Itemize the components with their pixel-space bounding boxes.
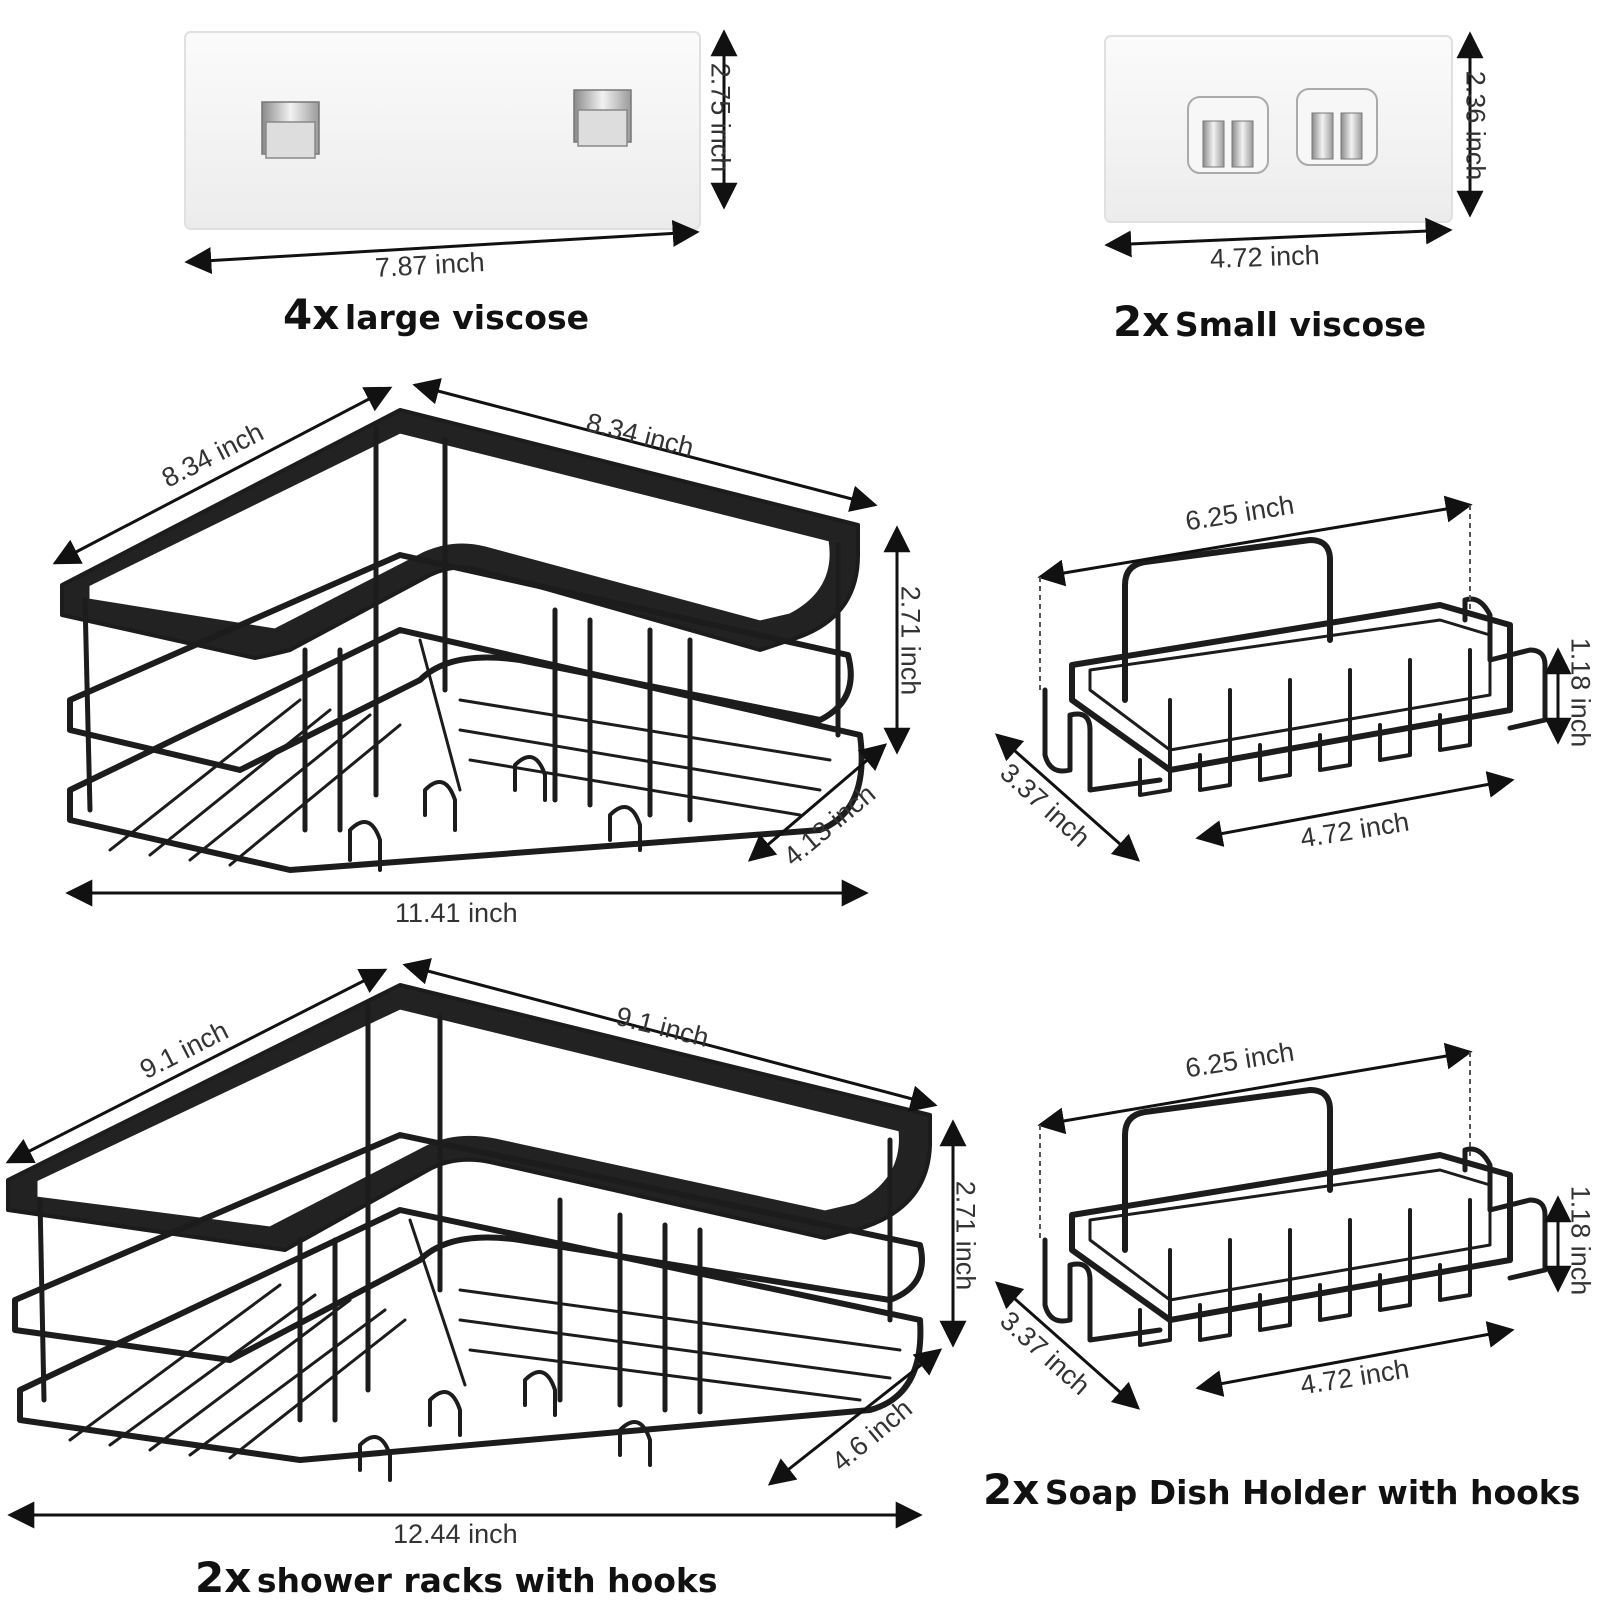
caption-text: large viscose [344, 298, 589, 337]
hook-icon [1296, 88, 1378, 166]
dimension-line [52, 386, 393, 565]
dimension-line [994, 1281, 1141, 1410]
caption-small-viscose: 2x Small viscose [1113, 297, 1426, 346]
dimension-line [5, 968, 388, 1164]
caption-text: shower racks with hooks [256, 1561, 718, 1600]
dimension-label: 2.36 inch [1460, 70, 1491, 181]
dimension-line [1195, 771, 1515, 847]
caption-quantity: 2x [1113, 297, 1170, 346]
dimension-label: 7.87 inch [374, 247, 486, 283]
hook-icon [261, 101, 320, 159]
caption-shower-racks: 2x shower racks with hooks [195, 1553, 718, 1602]
dimension-line [1104, 217, 1453, 258]
caption-soap-dish: 2x Soap Dish Holder with hooks [983, 1465, 1580, 1514]
dimension-label: 2.75 inch [705, 62, 736, 173]
caption-large-viscose: 4x large viscose [283, 290, 589, 339]
dimension-line [1037, 1042, 1473, 1135]
dimension-line [747, 743, 888, 862]
dimension-line [1037, 495, 1473, 587]
large-viscose-plate [184, 31, 701, 230]
dimension-label: 2.71 inch [895, 585, 926, 696]
dimension-line [767, 1348, 943, 1486]
dimension-line [402, 958, 938, 1112]
dimension-line [1195, 1321, 1515, 1397]
caption-quantity: 4x [283, 290, 340, 339]
dimension-line [994, 733, 1141, 862]
dimension-label: 1.18 inch [1565, 637, 1596, 748]
dimension-label: 2.71 inch [950, 1180, 981, 1291]
dimension-label: 1.18 inch [1565, 1185, 1596, 1296]
hook-icon [573, 89, 632, 147]
dimension-line [184, 219, 700, 275]
caption-text: Soap Dish Holder with hooks [1044, 1473, 1581, 1512]
dimension-label: 11.41 inch [395, 898, 518, 928]
caption-text: Small viscose [1174, 305, 1427, 344]
hook-icon [1187, 96, 1269, 174]
small-viscose-plate [1104, 35, 1453, 223]
dimension-line [412, 378, 878, 512]
caption-quantity: 2x [195, 1553, 252, 1602]
dimension-label: 4.72 inch [1209, 240, 1321, 274]
dimension-label: 12.44 inch [393, 1519, 518, 1549]
caption-quantity: 2x [983, 1465, 1040, 1514]
